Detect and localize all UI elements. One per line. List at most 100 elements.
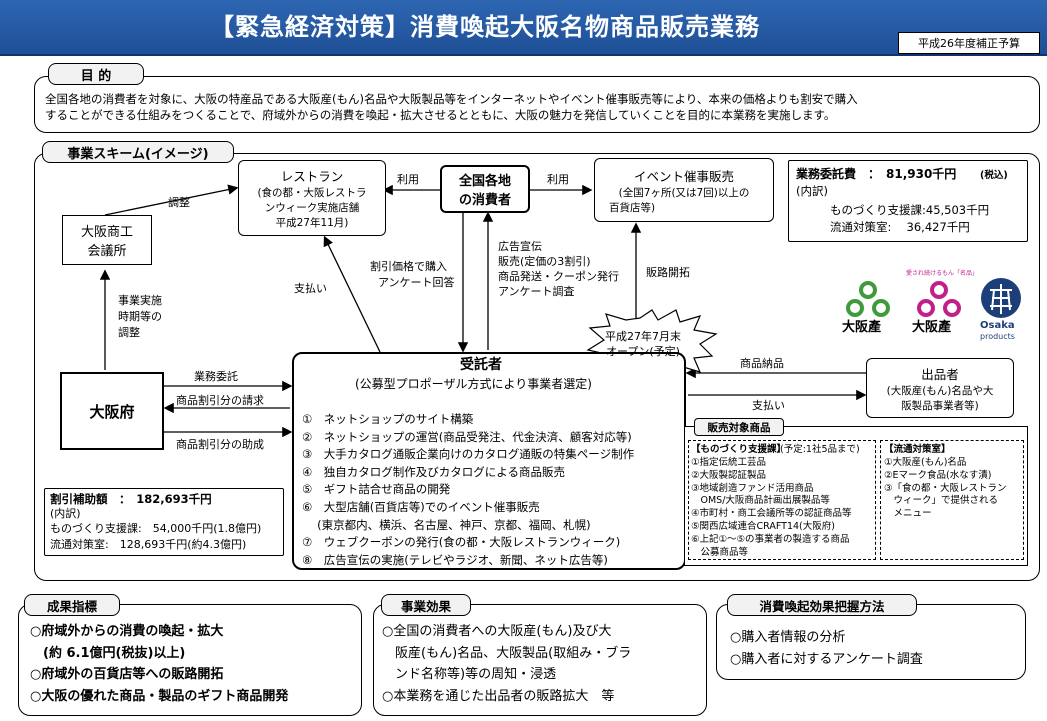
products-right-item: ③「食の都・大阪レストラン xyxy=(884,482,1007,494)
label-supply: 商品納品 xyxy=(740,357,784,370)
budget-breakdown: (内訳) xyxy=(796,184,828,198)
results-label: 成果指標 xyxy=(24,594,120,616)
results-panel xyxy=(18,604,362,716)
measure-item: ○購入者情報の分析 xyxy=(730,630,846,645)
label-ad-3: 商品発送・クーポン発行 xyxy=(498,270,619,283)
contractor-item: ⑦ ウェブクーポンの発行(食の都・大阪レストランウィーク) xyxy=(302,535,621,550)
products-left-panel xyxy=(688,440,876,560)
exhibitor-box: 出品者 (大阪産(もん)名品や大 阪製品事業者等) xyxy=(866,358,1014,418)
starburst-line-2: オープン(予定) xyxy=(606,345,680,358)
logo-osaka-san-meihin: 愛され続けるもん「名品」 大阪產 xyxy=(906,270,978,344)
contractor-item: ⑥ 大型店舗(百貨店等)でのイベント催事販売 xyxy=(302,500,540,514)
results-item: (約 6.1億円(税抜)以上) xyxy=(30,645,186,661)
consumers-line-2: の消費者 xyxy=(458,193,511,208)
starburst-line-1: 平成27年7月末 xyxy=(605,330,681,343)
page-title: 【緊急経済対策】消費喚起大阪名物商品販売業務 xyxy=(210,13,760,41)
label-claim: 商品割引分の請求 xyxy=(176,394,264,407)
purpose-line-1: 全国各地の消費者を対象に、大阪の特産品である大阪産(もん)名品や大阪製品等をイン… xyxy=(45,92,858,106)
purpose-panel xyxy=(34,76,1040,133)
measure-item: ○購入者に対するアンケート調査 xyxy=(730,652,923,667)
label-timing-2: 時期等の xyxy=(118,310,162,323)
contractor-item: (東京都内、横浜、名古屋、神戸、京都、福岡、札幌) xyxy=(302,517,591,532)
logo-osaka-san: 大阪產 xyxy=(838,280,898,344)
products-left-item: ①指定伝統工芸品 xyxy=(691,457,767,468)
products-left-item: ⑥上記①～⑤の事業者の製造する商品 xyxy=(691,533,850,545)
logo-osaka-san-meihin-mark xyxy=(917,281,961,317)
exhibitor-line-1: (大阪産(もん)名品や大 xyxy=(886,384,994,397)
label-use-left: 利用 xyxy=(397,173,419,186)
label-channel: 販路開拓 xyxy=(646,266,690,279)
budget-tag: 平成26年度補正予算 xyxy=(898,32,1040,54)
contractor-item: ③ 大手カタログ通販企業向けのカタログ通販の特集ページ制作 xyxy=(302,447,635,462)
logo-osaka-products-sub: products xyxy=(980,332,1015,341)
consumers-line-1: 全国各地 xyxy=(458,174,511,189)
contractor-item: ② ネットショップの運営(商品受発注、代金決済、顧客対応等) xyxy=(302,429,632,444)
products-left-item: ②大阪製認証製品 xyxy=(691,469,767,481)
effects-item: ンド名称等)等の周知・浸透 xyxy=(382,667,557,682)
products-right-panel xyxy=(880,440,1024,560)
contractor-item: ① ネットショップのサイト構築 xyxy=(302,412,474,426)
measure-panel xyxy=(716,604,1026,680)
budget-ryutsu: 流通対策室: 36,427千円 xyxy=(830,220,970,234)
products-left-item: ⑤関西広域連合CRAFT14(大阪府) xyxy=(691,521,835,532)
purpose-line-2: することができる仕組みをつくることで、府域外からの消費を喚起・拡大させるとともに… xyxy=(45,108,836,122)
label-ad-1: 広告宣伝 xyxy=(498,240,542,253)
discount-budget-monozukuri: ものづくり支援課: 54,000千円(1.8億円) xyxy=(50,522,262,535)
label-ad-4: アンケート調査 xyxy=(498,285,575,298)
label-discount-1: 割引価格で購入 xyxy=(370,260,447,273)
results-item: ○府域外からの消費の喚起・拡大 xyxy=(30,624,224,639)
label-commission: 業務委託 xyxy=(194,370,238,383)
logo-osaka-san-meihin-text: 大阪產 xyxy=(912,320,952,335)
purpose-label: 目 的 xyxy=(48,63,144,85)
logo-osaka-products: Osaka products xyxy=(978,276,1024,344)
contractor-subtitle: (公募型プロポーザル方式により事業者選定) xyxy=(355,377,592,391)
products-tab: 販売対象商品 xyxy=(694,418,784,436)
event-box: イベント催事販売 (全国7ヶ所(又は7回)以上の 百貨店等) xyxy=(594,158,774,222)
label-timing-1: 事業実施 xyxy=(118,294,162,307)
logo-osaka-san-text: 大阪產 xyxy=(842,320,882,335)
effects-item: 阪産(もん)名品、大阪製品(取組み・ブラ xyxy=(382,645,632,661)
label-payment-left: 支払い xyxy=(294,282,327,295)
logo-osaka-san-meihin-caption: 愛され続けるもん「名品」 xyxy=(906,270,979,277)
products-left-item: 公募商品等 xyxy=(691,546,749,558)
restaurant-title: レストラン xyxy=(280,169,344,184)
label-ad-2: 販売(定価の3割引) xyxy=(498,255,591,268)
label-adjust: 調整 xyxy=(168,196,190,209)
contractor-item: ⑤ ギフト詰合せ商品の開発 xyxy=(302,482,451,497)
logo-osaka-products-text: Osaka xyxy=(980,320,1015,331)
contractor-box xyxy=(292,352,686,570)
budget-monozukuri: ものづくり支援課:45,503千円 xyxy=(830,203,990,217)
restaurant-line-1: (食の都・大阪レストラ xyxy=(257,187,367,199)
products-right-item: ①大阪産(もん)名品 xyxy=(884,457,967,468)
products-right-item: メニュー xyxy=(884,508,932,520)
products-left-note: (予定:1社5品まで) xyxy=(780,444,860,455)
chamber-line-2: 会議所 xyxy=(87,244,127,259)
restaurant-line-3: 平成27年11月) xyxy=(275,217,349,229)
products-panel xyxy=(684,426,1028,566)
results-item: ○大阪の優れた商品・製品のギフト商品開発 xyxy=(30,688,289,704)
results-item: ○府域外の百貨店等への販路開拓 xyxy=(30,667,224,682)
contractor-item: ⑧ 広告宣伝の実施(テレビやラジオ、新聞、ネット広告等) xyxy=(302,552,608,567)
event-title: イベント催事販売 xyxy=(633,168,734,184)
products-left-item: ③地域創造ファンド活用商品 xyxy=(691,482,814,494)
logo-osaka-products-mark xyxy=(981,278,1021,318)
effects-label: 事業効果 xyxy=(381,594,471,616)
effects-item: ○全国の消費者への大阪産(もん)及び大 xyxy=(382,624,612,639)
consumers-box: 全国各地 の消費者 xyxy=(440,165,530,213)
products-right-title: 【流通対策室】 xyxy=(884,444,951,455)
label-use-right: 利用 xyxy=(547,173,569,186)
chamber-box: 大阪商工 会議所 xyxy=(62,215,152,265)
contractor-item: ④ 独自カタログ制作及びカタログによる商品販売 xyxy=(302,464,565,479)
budget-box xyxy=(788,160,1028,242)
effects-panel xyxy=(373,604,707,716)
chamber-line-1: 大阪商工 xyxy=(80,225,133,240)
contractor-title: 受託者 xyxy=(460,357,502,373)
arrow-contractor-restaurant xyxy=(323,235,381,353)
osaka-label: 大阪府 xyxy=(89,402,135,421)
discount-budget-title: 割引補助額 ： 182,693千円 xyxy=(50,492,212,506)
effects-item: ○本業務を通じた出品者の販路拡大 等 xyxy=(382,688,615,704)
label-subsidy: 商品割引分の助成 xyxy=(176,438,264,451)
products-left-item: ④市町村・商工会議所等の認証商品等 xyxy=(691,508,852,520)
products-right-item: ウィーク」で提供される xyxy=(884,495,999,507)
event-line-2: 百貨店等) xyxy=(609,201,656,214)
